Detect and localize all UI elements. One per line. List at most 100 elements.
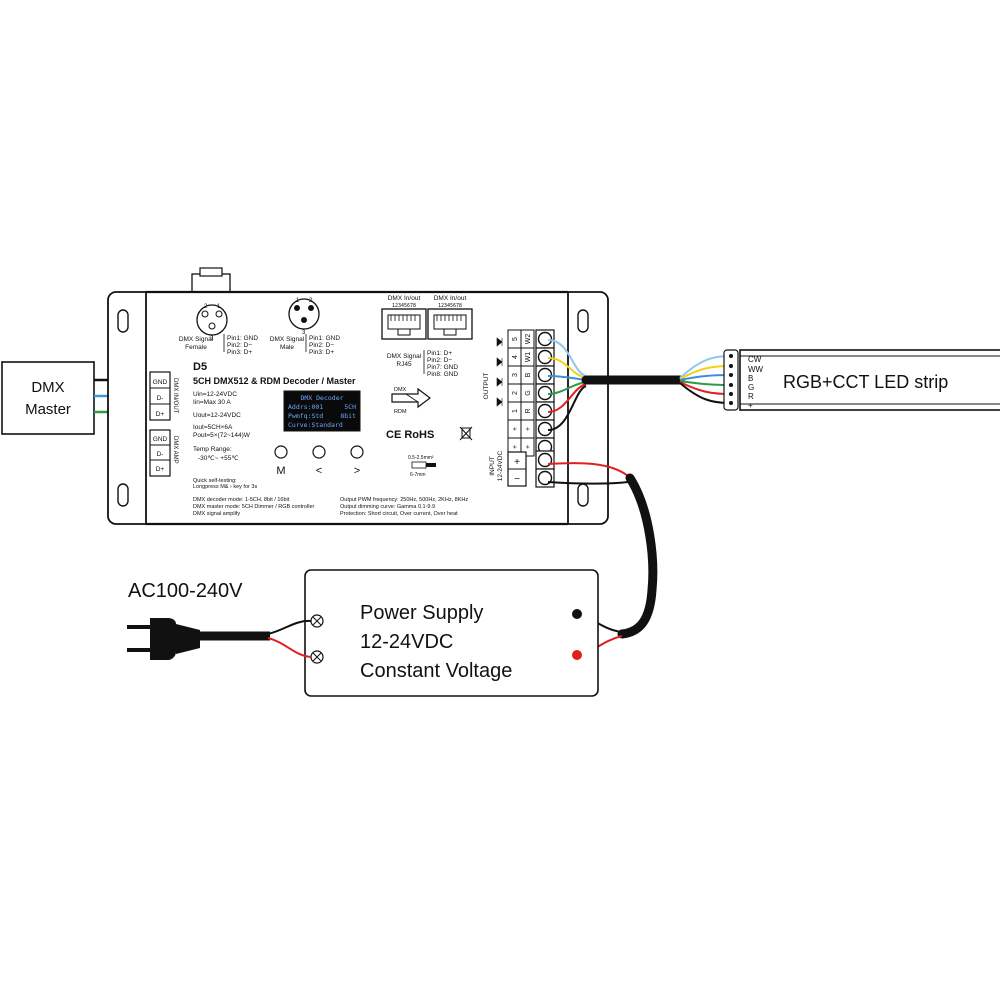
button-m-label: M <box>276 465 285 477</box>
power-line2: 12-24VDC <box>360 631 453 653</box>
dc-positive-terminal <box>572 650 582 660</box>
dmx-amp-label: DMX AMP <box>172 436 178 464</box>
button-left[interactable] <box>312 445 326 459</box>
strip-pin-g: G <box>748 383 754 392</box>
terminal-d-minus: D- <box>157 395 164 402</box>
output-left-label-4: 1 <box>512 409 519 413</box>
output-diode-icons <box>496 337 503 407</box>
dmx-rdm-arrow: DMX RDM <box>391 387 431 415</box>
plug-prong-top <box>127 625 152 629</box>
output-left-label-5: + <box>512 427 519 431</box>
led-strip-label: RGB+CCT LED strip <box>783 372 948 392</box>
dimming-curve: Output dimming curve: Gamma 0.1-9.9 <box>340 504 435 510</box>
power-supply: Power Supply 12-24VDC Constant Voltage <box>304 569 599 697</box>
dmx-inout-terminal: GND D- D+ DMX IN/OUT <box>149 371 178 421</box>
spec-pout: Pout=5×(72~144)W <box>193 432 251 439</box>
screen-line1: DMX Decoder <box>300 394 343 402</box>
output-right-label-4: R <box>525 408 532 413</box>
output-right-label-5: + <box>525 427 532 431</box>
decoder-labels: D5 5CH DMX512 & RDM Decoder / Master Uin… <box>193 361 468 517</box>
output-left-label-2: 3 <box>512 373 519 377</box>
certification-marks: CE RoHS <box>386 426 473 441</box>
svg-text:3: 3 <box>302 330 306 336</box>
screen-line2b: 5CH <box>344 403 356 411</box>
plug-body-icon <box>150 618 176 660</box>
rj45-left-pins: 12345678 <box>392 303 416 309</box>
dmx-inout-label: DMX IN/OUT <box>172 378 178 414</box>
button-right[interactable] <box>350 445 364 459</box>
decoder-model: D5 <box>193 361 207 373</box>
arrow-label-dmx: DMX <box>394 387 407 393</box>
input-terminal-block: + − <box>507 451 527 487</box>
rj45-left-label: DMX In/out <box>388 295 421 302</box>
output-left-label-0: 5 <box>512 337 519 341</box>
svg-text:2: 2 <box>204 304 208 310</box>
strip-pin-ww: WW <box>748 365 764 374</box>
xlr-male-connector: 1 2 3 DMX Signal Male Pin1: GND Pin2: D−… <box>270 298 341 356</box>
ce-rohs-mark: CE RoHS <box>386 429 434 441</box>
strip-pin-cw: CW <box>748 355 762 364</box>
temp-label: Temp Range: <box>193 446 232 453</box>
screw-icon <box>537 367 553 383</box>
arrow-right-icon <box>391 387 431 409</box>
dmx-amp-terminal: GND D- D+ DMX AMP <box>149 429 178 477</box>
terminal-d-plus: D+ <box>156 411 165 418</box>
rj45-pin1: Pin1: D+ <box>427 350 452 357</box>
dc-negative-terminal <box>572 609 582 619</box>
xlr-female-label1: DMX Signal <box>179 336 214 343</box>
screen-line4: Curve:Standard <box>288 421 343 429</box>
output-right-label-2: B <box>525 372 532 377</box>
svg-text:2: 2 <box>309 298 313 304</box>
svg-text:3: 3 <box>210 336 214 342</box>
screw-icon <box>537 331 553 347</box>
svg-text:1: 1 <box>296 298 300 304</box>
input-plus-label: + <box>514 457 520 468</box>
spec-uin: Uin=12-24VDC <box>193 391 237 398</box>
input-minus-label: − <box>514 474 520 485</box>
rj45-pin8: Pin8: GND <box>427 371 458 378</box>
temp-value: -30℃~ +55℃ <box>198 455 239 462</box>
strip-pin-plus: + <box>748 401 753 410</box>
svg-text:1: 1 <box>217 304 221 310</box>
xlr-male-label2: Male <box>280 344 294 351</box>
mode-amplify: DMX signal amplify <box>193 511 240 517</box>
output-label: OUTPUT <box>483 373 490 400</box>
wire-strip-spec: 0.5-2.5mm² 6-7mm <box>408 455 436 478</box>
ac-voltage-label: AC100-240V <box>128 580 243 602</box>
quick-test-line2: Longpress M& › key for 3s <box>193 484 257 490</box>
output-right-label-6: + <box>525 445 532 449</box>
input-label: INPUT <box>489 456 496 476</box>
ac-plug: AC100-240V <box>127 580 312 660</box>
arrow-label-rdm: RDM <box>394 409 407 415</box>
button-right-label: > <box>354 465 360 477</box>
amp-terminal-gnd: GND <box>153 436 168 443</box>
dmx-master-box: DMX Master <box>1 361 95 435</box>
spec-iout: Iout=5CH×6A <box>193 424 233 431</box>
output-right-label-3: G <box>525 390 532 395</box>
rj45-pin2: Pin2: D− <box>427 357 452 364</box>
screen-line3b: 8bit <box>340 412 356 420</box>
rj45-pin7: Pin7: GND <box>427 364 458 371</box>
xlr-female-pin1: Pin1: GND <box>227 335 258 342</box>
pwm-frequency: Output PWM frequency: 250Hz, 500Hz, 2KHz… <box>340 497 468 503</box>
screen-line2a: Addrs:001 <box>288 403 323 411</box>
rj45-ports: DMX In/out 12345678 DMX In/out 12345678 … <box>381 295 473 378</box>
strip-pin-b: B <box>748 374 753 383</box>
dmx-master-line2: Master <box>25 401 71 418</box>
xlr-female-connector: 2 1 3 DMX Signal Female Pin1: GND Pin2: … <box>179 304 259 356</box>
output-left-label-6: + <box>512 445 519 449</box>
quick-test-line1: Quick self-testing: <box>193 478 237 484</box>
weee-bin-icon <box>459 426 473 441</box>
screw-icon <box>537 349 553 365</box>
amp-terminal-d-minus: D- <box>157 451 164 458</box>
control-buttons: M < > <box>274 445 364 477</box>
output-left-label-3: 2 <box>512 391 519 395</box>
led-strip: CW WW B G R + RGB+CCT LED strip <box>723 349 1000 411</box>
decoder-title: 5CH DMX512 & RDM Decoder / Master <box>193 376 356 386</box>
xlr-male-label1: DMX Signal <box>270 336 305 343</box>
rj45-signal-label2: RJ45 <box>396 361 412 368</box>
xlr-male-pin2: Pin2: D− <box>309 342 334 349</box>
button-m[interactable] <box>274 445 288 459</box>
input-voltage-label: 12-24VDC <box>497 451 504 482</box>
